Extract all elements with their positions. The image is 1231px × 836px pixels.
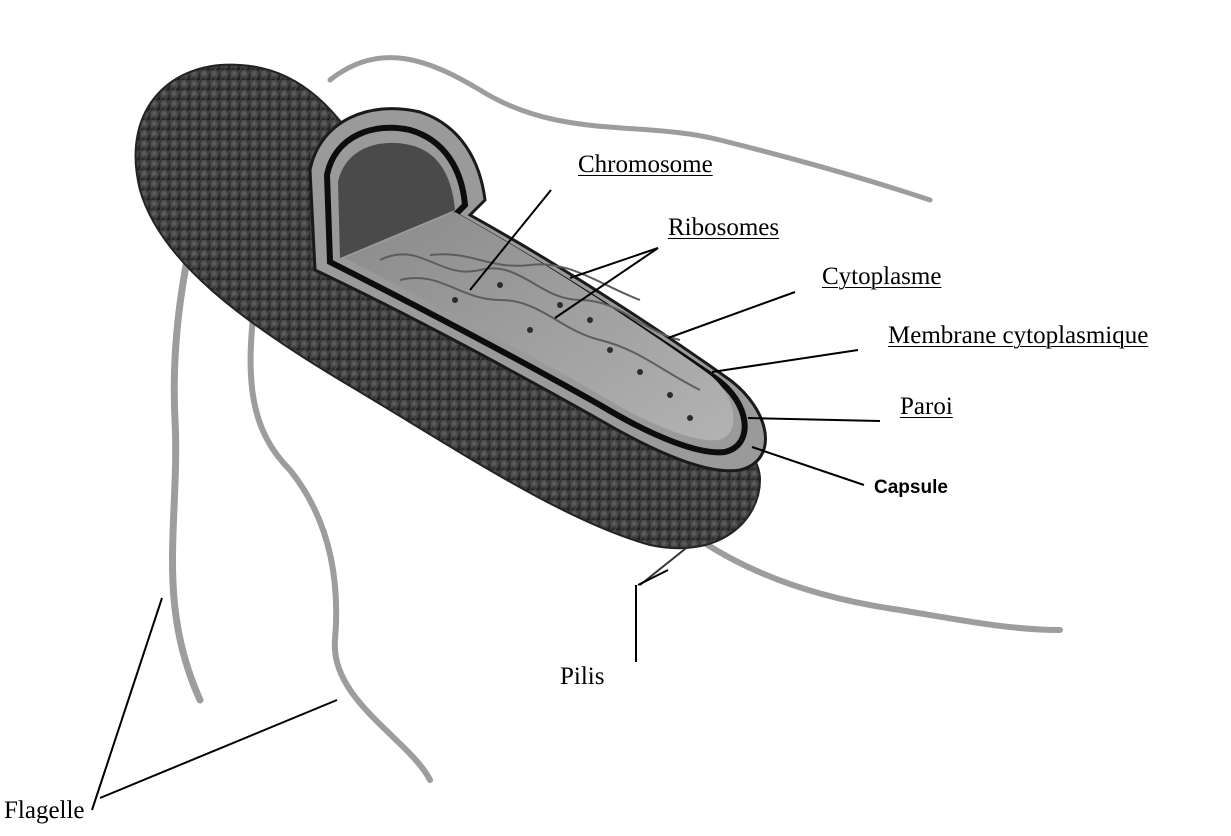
leader-pilis-2 — [638, 570, 668, 585]
label-capsule: Capsule — [874, 478, 948, 497]
label-flagelle: Flagelle — [4, 798, 85, 823]
leader-paroi — [748, 418, 880, 421]
label-chromosome: Chromosome — [578, 152, 713, 177]
label-membrane-cytoplasmique: Membrane cytoplasmique — [888, 323, 1148, 348]
label-cytoplasme: Cytoplasme — [822, 264, 941, 289]
cell-body — [136, 65, 766, 585]
label-paroi: Paroi — [900, 394, 953, 419]
leader-membrane — [712, 350, 858, 372]
leader-ribosomes-1 — [570, 248, 658, 278]
leader-flagelle-1 — [92, 598, 162, 810]
leader-capsule — [752, 447, 864, 485]
leader-flagelle-2 — [100, 700, 337, 798]
leader-cytoplasme — [668, 292, 795, 338]
label-ribosomes: Ribosomes — [668, 215, 779, 240]
label-pilis: Pilis — [560, 664, 604, 689]
flagellum-right — [700, 540, 1060, 630]
pilus — [640, 545, 690, 585]
